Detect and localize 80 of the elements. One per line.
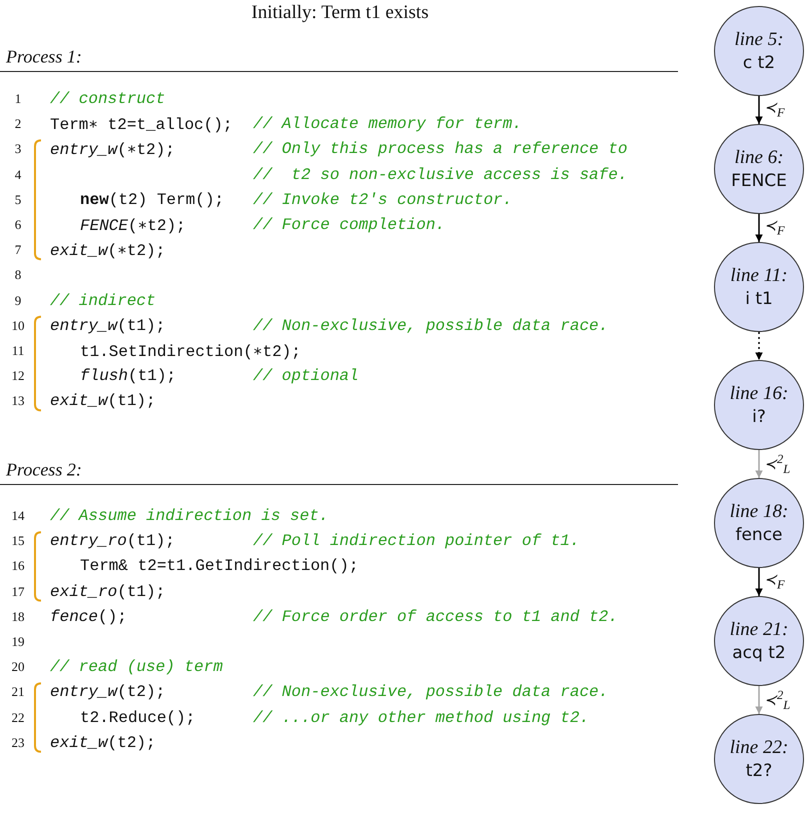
line-number: 6 <box>14 217 22 233</box>
line-number: 8 <box>14 267 22 284</box>
code-comment: // Force completion. <box>253 216 446 234</box>
node-operation: acq t2 <box>732 643 786 663</box>
line-number: 21 <box>10 684 26 700</box>
arrow <box>755 568 763 596</box>
arrow <box>755 332 763 360</box>
line-number: 13 <box>10 393 26 410</box>
arrow <box>755 450 763 478</box>
line-number: 3 <box>14 141 22 158</box>
line-number: 18 <box>10 608 26 625</box>
code-line: exit_ro(t1); <box>50 582 166 601</box>
code-line: entry_w(t2); <box>50 683 166 702</box>
code-line: exit_w(t2); <box>50 734 156 752</box>
code-line: Term& t2=t1.GetIndirection(); <box>80 557 358 576</box>
node-operation: i? <box>752 407 766 427</box>
line-number: 4 <box>14 166 22 183</box>
line-number: 1 <box>14 91 22 107</box>
line-number: 10 <box>10 318 26 334</box>
node-operation: c t2 <box>742 53 776 73</box>
code-comment: // t2 so non-exclusive access is safe. <box>253 166 628 184</box>
code-comment: // read (use) term <box>50 658 223 676</box>
edge-label: ≺$_{F}$ <box>764 101 785 119</box>
section-heading: Process 1: <box>6 46 82 68</box>
line-number: 11 <box>10 343 26 359</box>
code-comment: // Invoke t2's constructor. <box>253 190 512 209</box>
line-number: 17 <box>10 584 26 600</box>
node-label: line 11: <box>730 265 788 287</box>
code-comment: // construct <box>50 90 166 108</box>
code-comment: // Force order of access to t1 and t2. <box>253 608 618 626</box>
node-operation: FENCE <box>731 171 787 191</box>
code-comment: // Non-exclusive, possible data race. <box>253 316 608 335</box>
node-label: line 18: <box>730 501 788 523</box>
line-number: 9 <box>14 292 22 309</box>
arrow <box>755 96 763 124</box>
code-line: entry_w(∗t2); <box>50 140 175 160</box>
line-number: 19 <box>10 634 26 650</box>
code-line: exit_w(t1); <box>50 392 156 410</box>
code-line: t2.Reduce(); <box>80 708 196 727</box>
title: Initially: Term t1 exists <box>250 2 430 24</box>
line-number: 22 <box>10 710 26 726</box>
node-operation: t2? <box>746 761 772 781</box>
line-number: 14 <box>10 508 26 524</box>
code-line: t1.SetIndirection(∗t2); <box>80 342 301 361</box>
code-comment: // optional <box>253 367 359 386</box>
code-line: flush(t1); <box>80 367 176 386</box>
arrow <box>755 214 763 242</box>
code-comment: // Non-exclusive, possible data race. <box>253 683 608 702</box>
line-number: 16 <box>10 558 26 574</box>
node-label: line 16: <box>730 383 788 405</box>
code-comment: // Assume indirection is set. <box>50 507 328 525</box>
line-number: 2 <box>14 116 22 132</box>
node-label: line 6: <box>734 147 784 169</box>
line-number: 15 <box>10 533 26 550</box>
node-label: line 22: <box>730 737 788 759</box>
section-heading: Process 2: <box>6 460 82 480</box>
code-comment: // Allocate memory for term. <box>253 115 522 134</box>
line-number: 7 <box>14 242 22 258</box>
line-number: 23 <box>10 734 26 751</box>
code-line: entry_w(t1); <box>50 316 166 335</box>
code-line: exit_w(∗t2); <box>50 241 166 260</box>
node-operation: fence <box>735 525 783 545</box>
code-line: FENCE(∗t2); <box>80 216 186 235</box>
code-line: entry_ro(t1); <box>50 532 175 550</box>
code-comment: // Poll indirection pointer of t1. <box>253 532 580 550</box>
code-line: fence(); <box>50 608 127 626</box>
node-operation: i t1 <box>745 289 773 309</box>
code-comment: // ...or any other method using t2. <box>253 708 590 727</box>
node-label: line 5: <box>734 29 784 51</box>
code-line: Term∗ t2=t_alloc(); <box>50 115 232 134</box>
edge-label: ≺$_{F}$ <box>764 219 785 237</box>
node-label: line 21: <box>730 619 788 641</box>
code-line: new(t2) Term(); <box>80 190 224 209</box>
code-comment: // Only this process has a reference to <box>253 140 628 158</box>
arrow <box>755 686 763 714</box>
edge-label: ≺$_{F}$ <box>764 573 785 591</box>
code-comment: // indirect <box>50 292 156 310</box>
line-number: 12 <box>10 368 26 384</box>
line-number: 5 <box>14 192 22 208</box>
line-number: 20 <box>10 659 26 676</box>
